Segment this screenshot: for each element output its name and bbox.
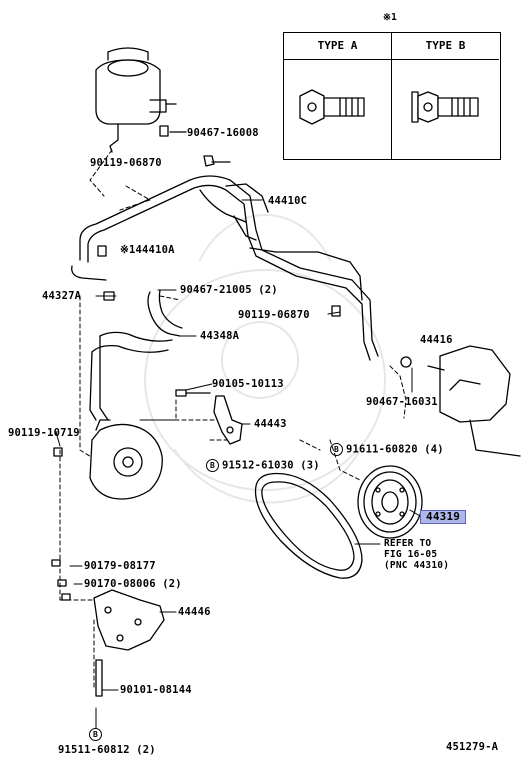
steering-gear-housing <box>439 345 521 457</box>
bracket-44446 <box>93 589 165 651</box>
circle-mark-b: B <box>206 459 219 472</box>
part-label-44446: 44446 <box>178 606 211 618</box>
refer-note-line2: FIG 16-05 <box>384 549 438 560</box>
part-number: 91512-61030 (3) <box>222 459 320 472</box>
return-hose <box>89 289 183 421</box>
part-label-44319-highlighted[interactable]: 44319 <box>420 510 467 524</box>
refer-note-line1: REFER TO <box>384 538 432 549</box>
part-label-44443: 44443 <box>254 418 287 430</box>
part-number: 91611-60820 (4) <box>346 443 444 456</box>
bracket-44443 <box>213 395 243 445</box>
type-b-header: TYPE B <box>392 33 499 60</box>
watermark-emblem <box>144 214 386 504</box>
type-a-fitting <box>299 89 365 125</box>
drive-belt <box>254 472 363 579</box>
part-label-90179-08177: 90179-08177 <box>84 560 156 572</box>
part-label-90467-16008: 90467-16008 <box>187 127 259 139</box>
circle-mark-b: B <box>330 443 343 456</box>
type-b-fitting <box>411 91 479 123</box>
fitting-type-table: TYPE A TYPE B <box>283 32 501 160</box>
part-label-90119-06870-lower: 90119-06870 <box>238 309 310 321</box>
part-label-90467-21005: 90467-21005 (2) <box>180 284 278 296</box>
reservoir-tank <box>95 47 177 153</box>
table-divider <box>391 33 392 159</box>
part-label-90170-08006: 90170-08006 (2) <box>84 578 182 590</box>
type-a-header: TYPE A <box>284 33 391 60</box>
part-label-44410A: ※144410A <box>120 244 175 256</box>
circle-mark-b-bottom: B <box>89 728 105 741</box>
part-label-90105-10113: 90105-10113 <box>212 378 284 390</box>
part-label-90119-06870-upper: 90119-06870 <box>90 157 162 169</box>
refer-note-line3: (PNC 44310) <box>384 560 450 571</box>
part-label-44327A: 44327A <box>42 290 82 302</box>
part-label-90467-16031: 90467-16031 <box>366 396 438 408</box>
part-label-44416: 44416 <box>420 334 453 346</box>
part-label-90101-08144: 90101-08144 <box>120 684 192 696</box>
part-label-44410C: 44410C <box>268 195 308 207</box>
note-mark: ※1 <box>383 12 398 23</box>
circle-mark-b: B <box>89 728 102 741</box>
part-label-91511-60812: 91511-60812 (2) <box>58 744 156 756</box>
part-label-44348A: 44348A <box>200 330 240 342</box>
part-label-90119-10719: 90119-10719 <box>8 427 80 439</box>
pulley-44319 <box>357 465 423 539</box>
diagram-id: 451279-A <box>446 741 499 753</box>
pressure-hose <box>71 175 379 361</box>
pump-body <box>89 419 163 500</box>
